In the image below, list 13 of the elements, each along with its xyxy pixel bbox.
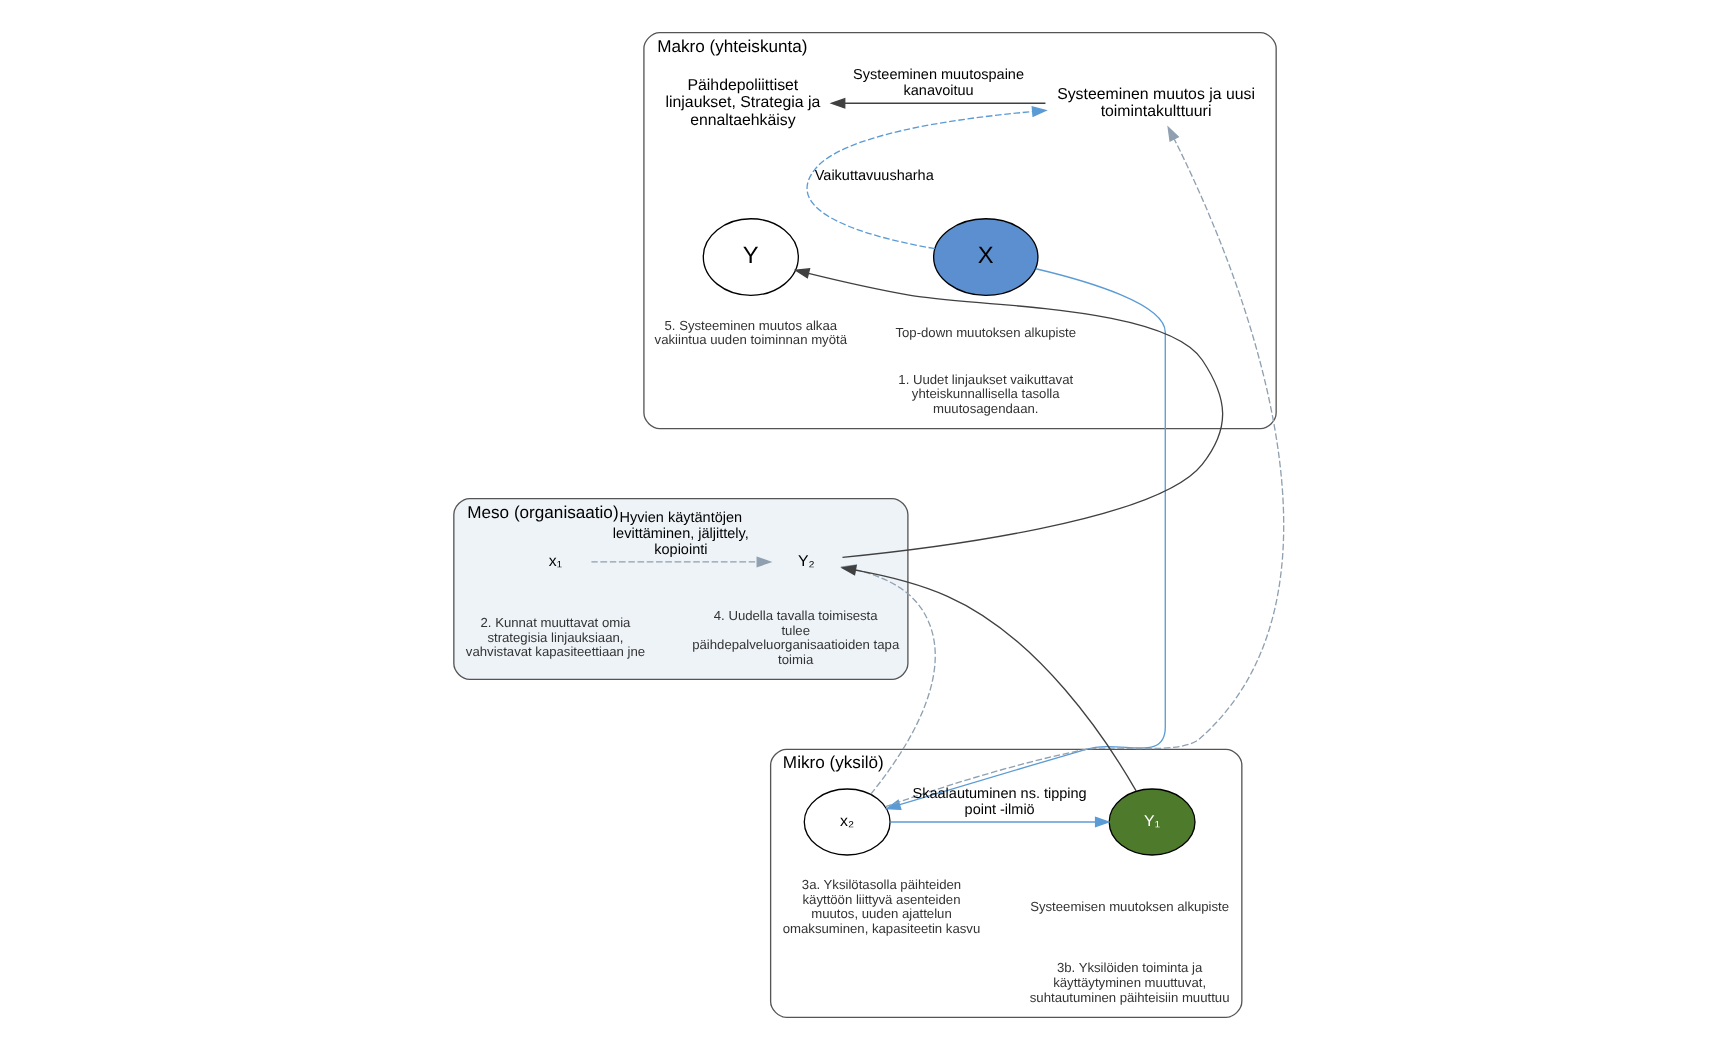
arrow — [806, 106, 1048, 250]
arrow — [793, 268, 1224, 559]
arrow — [884, 125, 1285, 808]
arrow — [590, 556, 773, 568]
arrow — [889, 816, 1111, 828]
arrow — [884, 268, 1166, 810]
edge-label: Vaikuttavuusharha — [814, 166, 934, 185]
arrow — [840, 564, 936, 795]
arrow — [829, 97, 1047, 109]
node-ellipse: Y — [702, 218, 799, 296]
edge-label: Systeeminen muutospaine kanavoituu — [853, 65, 1025, 100]
arrow — [840, 564, 1137, 792]
node-ellipse: X — [933, 218, 1039, 296]
